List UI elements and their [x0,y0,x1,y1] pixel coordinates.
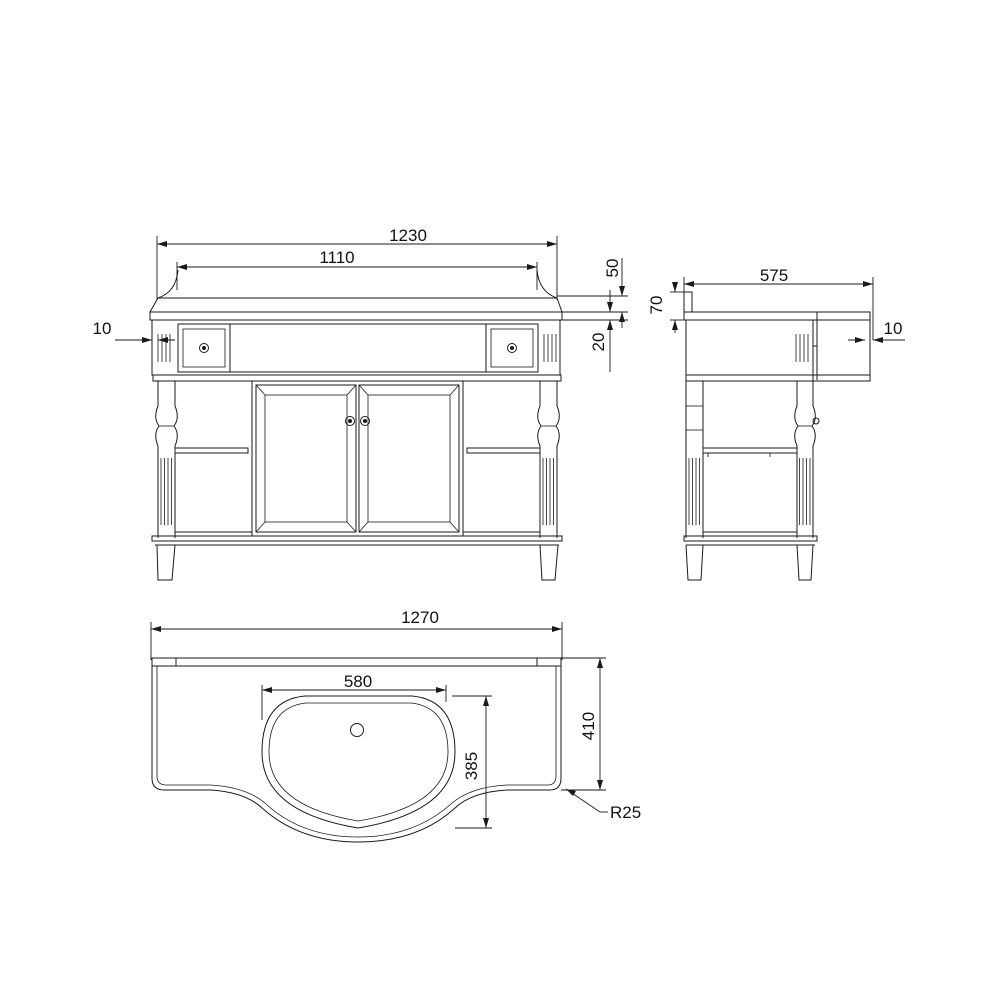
right-drawer [485,323,539,373]
top-backsplash [151,657,562,667]
side-dimensions: 575 70 10 [647,266,905,343]
dim-top-width: 1270 [401,608,439,627]
left-drawer-knob [199,343,209,353]
right-door-knob [360,416,370,426]
top-dimensions: 1270 580 385 410 R25 [150,608,641,829]
front-right-leg [537,381,560,581]
dim-basin-width: 580 [344,672,372,691]
countertop-outline [151,666,562,843]
left-door-knob [345,416,355,426]
dim-depth: 575 [760,266,788,285]
door-frame [251,380,464,537]
front-dimensions: 1230 1110 50 20 10 [93,226,628,372]
top-view [151,657,562,843]
dim-side-top-height: 70 [647,296,666,315]
front-left-leg [155,381,178,581]
right-shelf [466,447,541,454]
right-drawer-knob [507,343,517,353]
dim-side-offset: 10 [93,319,112,338]
side-view [683,291,871,581]
dim-side-offset-right: 10 [884,319,903,338]
dim-top-height: 50 [603,259,622,278]
dim-drawer-height: 20 [589,333,608,352]
front-countertop [149,311,563,321]
dim-width-inner: 1110 [319,248,354,267]
dim-width-overall: 1230 [389,226,427,245]
left-door [255,384,357,533]
drain-hole [350,723,364,737]
side-countertop [683,311,871,321]
side-front-leg [794,381,816,581]
basin-outline [261,695,456,829]
front-view [149,269,563,581]
dim-basin-depth: 385 [462,752,481,780]
right-door [358,384,460,533]
left-drawer [177,323,231,373]
dim-top-depth: 410 [579,712,598,740]
left-shelf [174,447,249,454]
dim-corner-radius: R25 [610,803,641,822]
side-shelf [702,447,798,454]
side-drawer [816,319,871,376]
side-back-leg [685,381,704,581]
